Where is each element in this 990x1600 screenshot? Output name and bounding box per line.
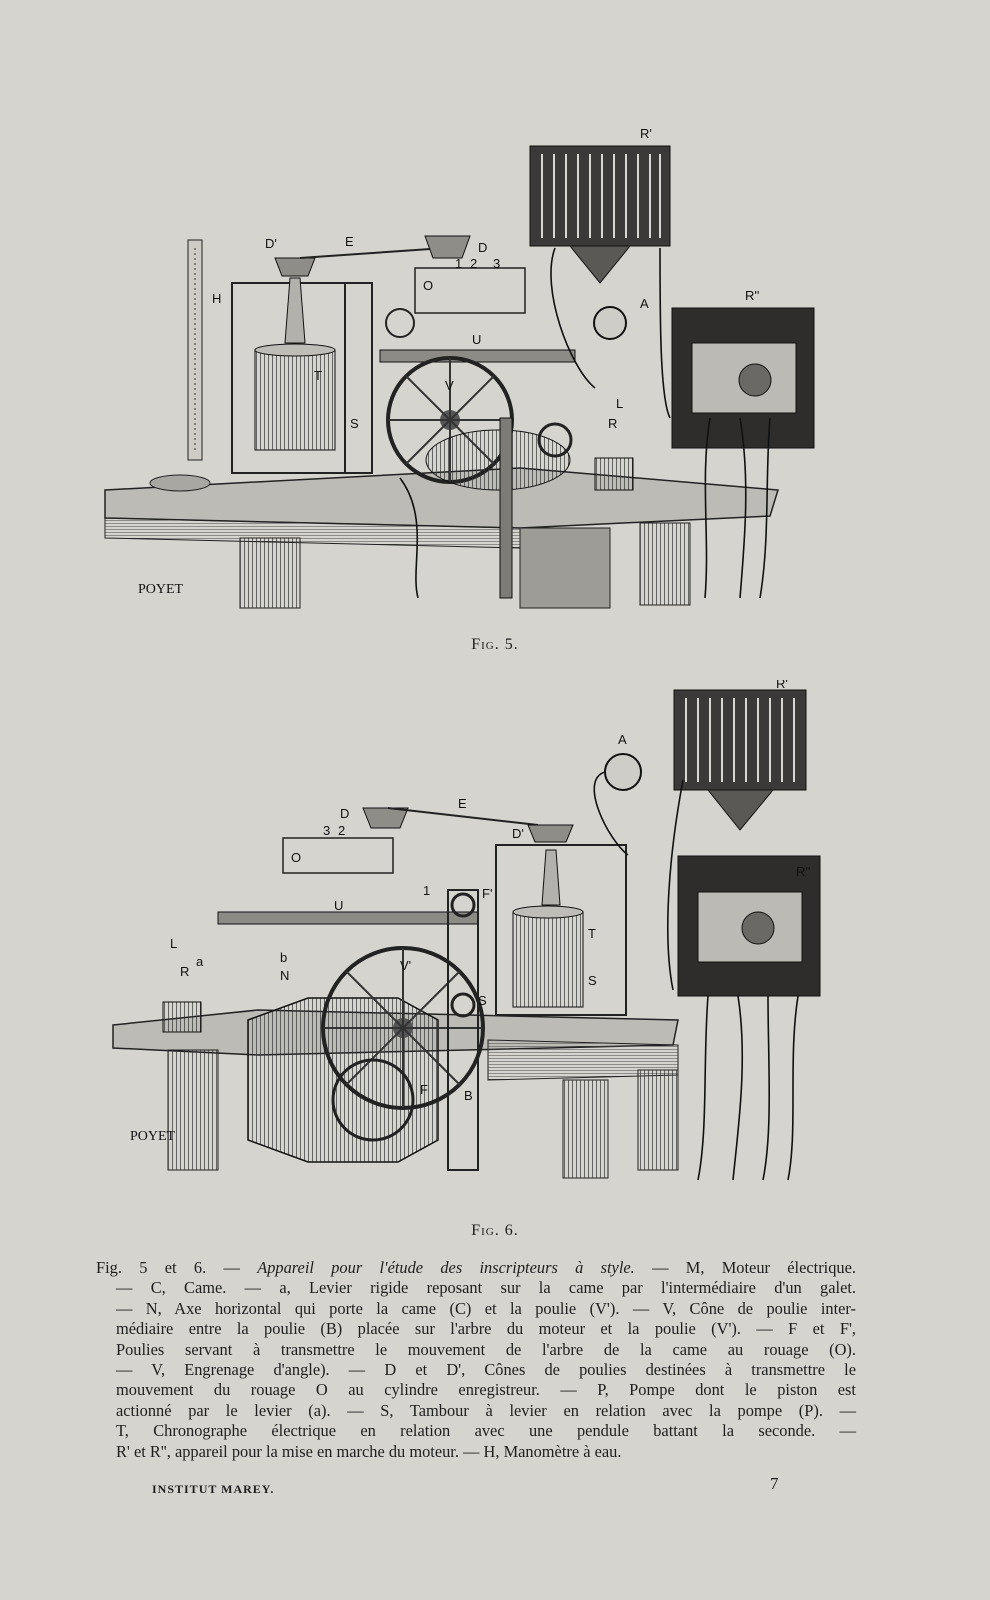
caption-line-2: — C, Came. — a, Levier rigide reposant s… [116,1278,856,1298]
figure-5-engraving: H D' E D O 1 2 3 U [104,126,815,609]
fig6-letter-A: A [618,732,627,747]
fig6-letter-N: N [280,968,289,983]
fig5-letter-S: S [350,416,359,431]
caption-line-3: — N, Axe horizontal qui porte la came (C… [116,1298,856,1318]
fig6-letter-R: R [180,964,189,979]
fig5-letter-E: E [345,234,354,249]
fig6-letter-U: U [334,898,343,913]
caption-line-1: Fig. 5 et 6. — Appareil pour l'étude des… [96,1258,856,1278]
fig6-letter-b: b [280,950,287,965]
fig5-label: Fig. 5. [471,636,519,653]
figure-6-engraving: V' F B F' S O 3 2 1 D E U D' [112,680,821,1181]
fig5-letter-A: A [640,296,649,311]
fig6-letter-B: F [420,1082,428,1097]
page-number: 7 [770,1474,779,1493]
fig5-letter-T: T [314,368,322,383]
fig6-letter-S: S [588,973,597,988]
fig5-signature: POYET [138,582,184,597]
fig5-letter-Dprime: D' [265,236,277,251]
caption-line-10: R' et R'', appareil pour la mise en marc… [116,1441,622,1461]
caption-title: Appareil pour l'étude des inscripteurs à… [257,1258,635,1277]
fig6-label: Fig. 6. [471,1222,519,1239]
running-footer: INSTITUT MAREY. [152,1482,275,1496]
fig6-letter-O: O [291,850,301,865]
fig6-letter-Rprime: R' [776,680,788,691]
fig6-letter-F: S [478,993,487,1008]
fig5-letter-Rsecond: R'' [745,288,759,303]
fig6-letter-Fprime: F' [482,886,492,901]
fig6-letter-a: a [196,954,204,969]
fig6-letter-L: L [170,936,177,951]
fig5-letter-O: O [423,278,433,293]
fig5-letter-R: R [608,416,617,431]
fig6-letter-1: 1 [423,883,430,898]
caption-lead-rest: — M, Moteur électrique. [634,1258,856,1277]
fig6-letter-Dprime: D' [512,826,524,841]
fig6-letter-T: T [588,926,596,941]
figure-5: H D' E D O 1 2 3 U [100,118,840,623]
caption-line-6: — V, Engrenage d'angle). — D et D', Cône… [116,1360,856,1380]
fig6-letter-Vprime: V' [400,958,411,973]
figure-caption: Fig. 5 et 6. — Appareil pour l'étude des… [96,1258,856,1462]
caption-lead: Fig. 5 et 6. — [96,1258,258,1277]
fig5-letter-L: L [616,396,623,411]
fig5-letter-U: U [472,332,481,347]
fig5-letter-V: V [445,378,454,393]
fig6-signature: POYET [130,1129,176,1144]
fig5-letter-3: 3 [493,256,500,271]
fig5-letter-2: 2 [470,256,477,271]
fig5-letter-H: H [212,291,221,306]
caption-line-5: Poulies servant à transmettre le mouveme… [116,1339,856,1359]
figure-6: V' F B F' S O 3 2 1 D E U D' [108,680,848,1205]
fig5-letter-1: 1 [455,256,462,271]
fig6-letter-E: E [458,796,467,811]
caption-line-7: mouvement du rouage O au cylindre enregi… [116,1380,856,1400]
fig6-letter-D: D [340,806,349,821]
fig6-letter-M: B [464,1088,473,1103]
caption-line-8: actionné par le levier (a). — S, Tambour… [116,1400,856,1420]
fig5-letter-D: D [478,240,487,255]
fig5-letter-Rprime: R' [640,126,652,141]
fig6-letter-3: 3 [323,823,330,838]
caption-line-4: médiaire entre la poulie (B) placée sur … [116,1319,856,1339]
caption-line-9: T, Chronographe électrique en relation a… [116,1421,856,1441]
fig6-letter-Rsecond: R'' [796,864,810,879]
fig6-letter-2: 2 [338,823,345,838]
